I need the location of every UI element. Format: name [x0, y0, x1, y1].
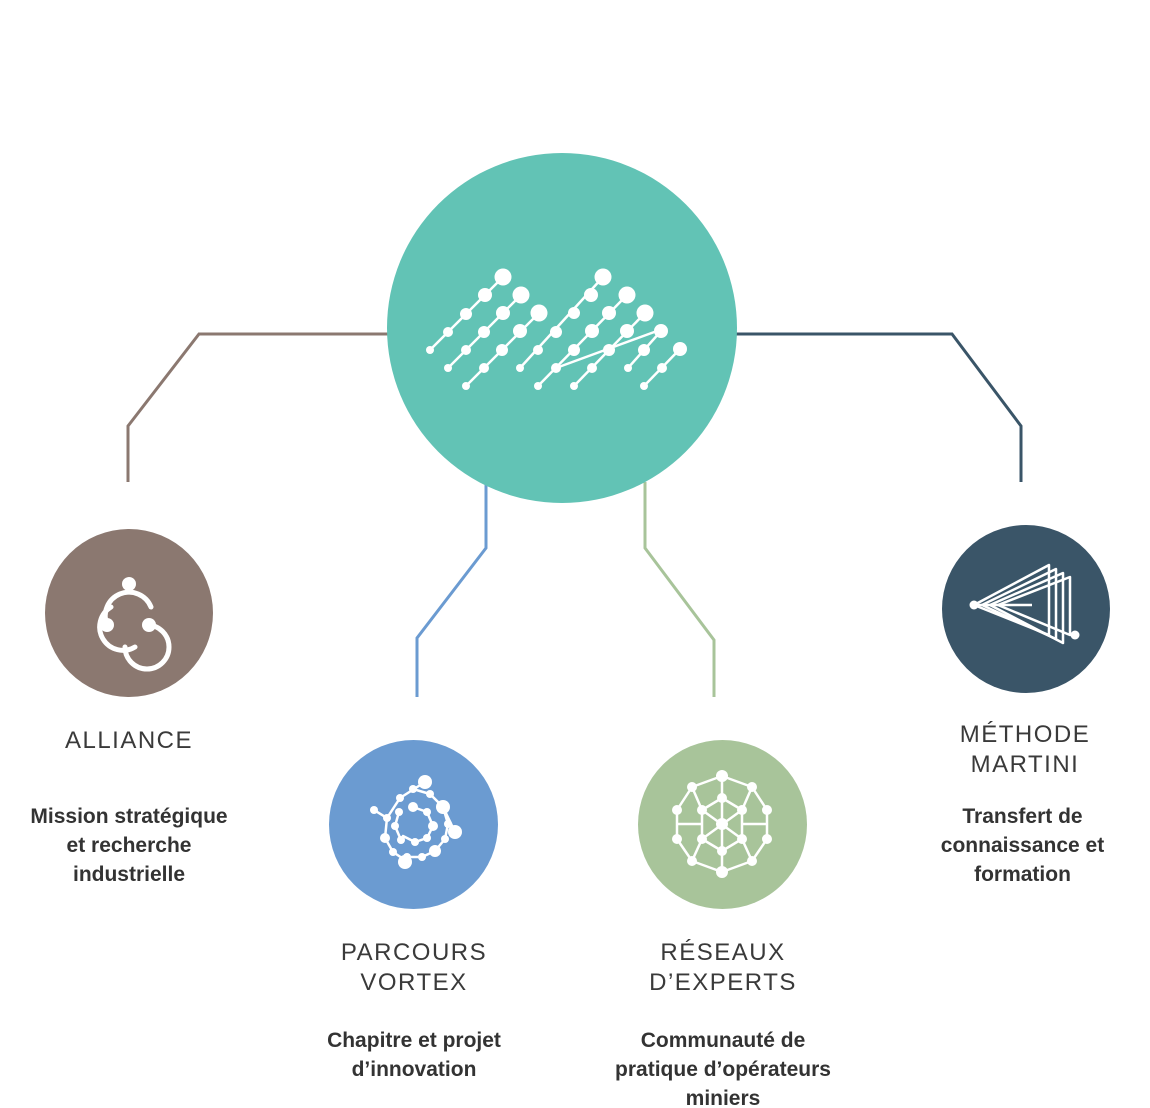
vortex-description: Chapitre et projet d’innovation: [327, 1029, 501, 1081]
geodesic-network-icon: [672, 770, 772, 878]
connector-reseaux: [643, 482, 716, 697]
alliance-title: ALLIANCE: [64, 727, 194, 754]
spiral-dots-icon: [370, 775, 462, 869]
linked-nodes-icon: [97, 577, 172, 672]
martini-description: Transfert de connaissance et formation: [940, 805, 1105, 886]
martini-title: MÉTHODE MARTINI: [959, 721, 1091, 778]
connector-alliance: [126, 332, 390, 482]
dot-network-logo-icon: [426, 268, 687, 390]
vortex-title: PARCOURS VORTEX: [340, 939, 488, 996]
connector-martini: [735, 332, 1023, 482]
alliance-circle: [45, 529, 213, 697]
reseaux-description: Communauté de pratique d’opérateurs mini…: [615, 1029, 831, 1108]
reseaux-title: RÉSEAUX D’EXPERTS: [649, 939, 797, 996]
hub-circle: [387, 153, 737, 503]
stacked-triangles-icon: [969, 563, 1080, 645]
reseaux-circle: [638, 740, 807, 909]
martini-circle: [942, 525, 1110, 693]
connector-vortex: [415, 482, 488, 697]
vortex-circle: [329, 740, 498, 909]
alliance-description: Mission stratégique et recherche industr…: [30, 805, 228, 886]
